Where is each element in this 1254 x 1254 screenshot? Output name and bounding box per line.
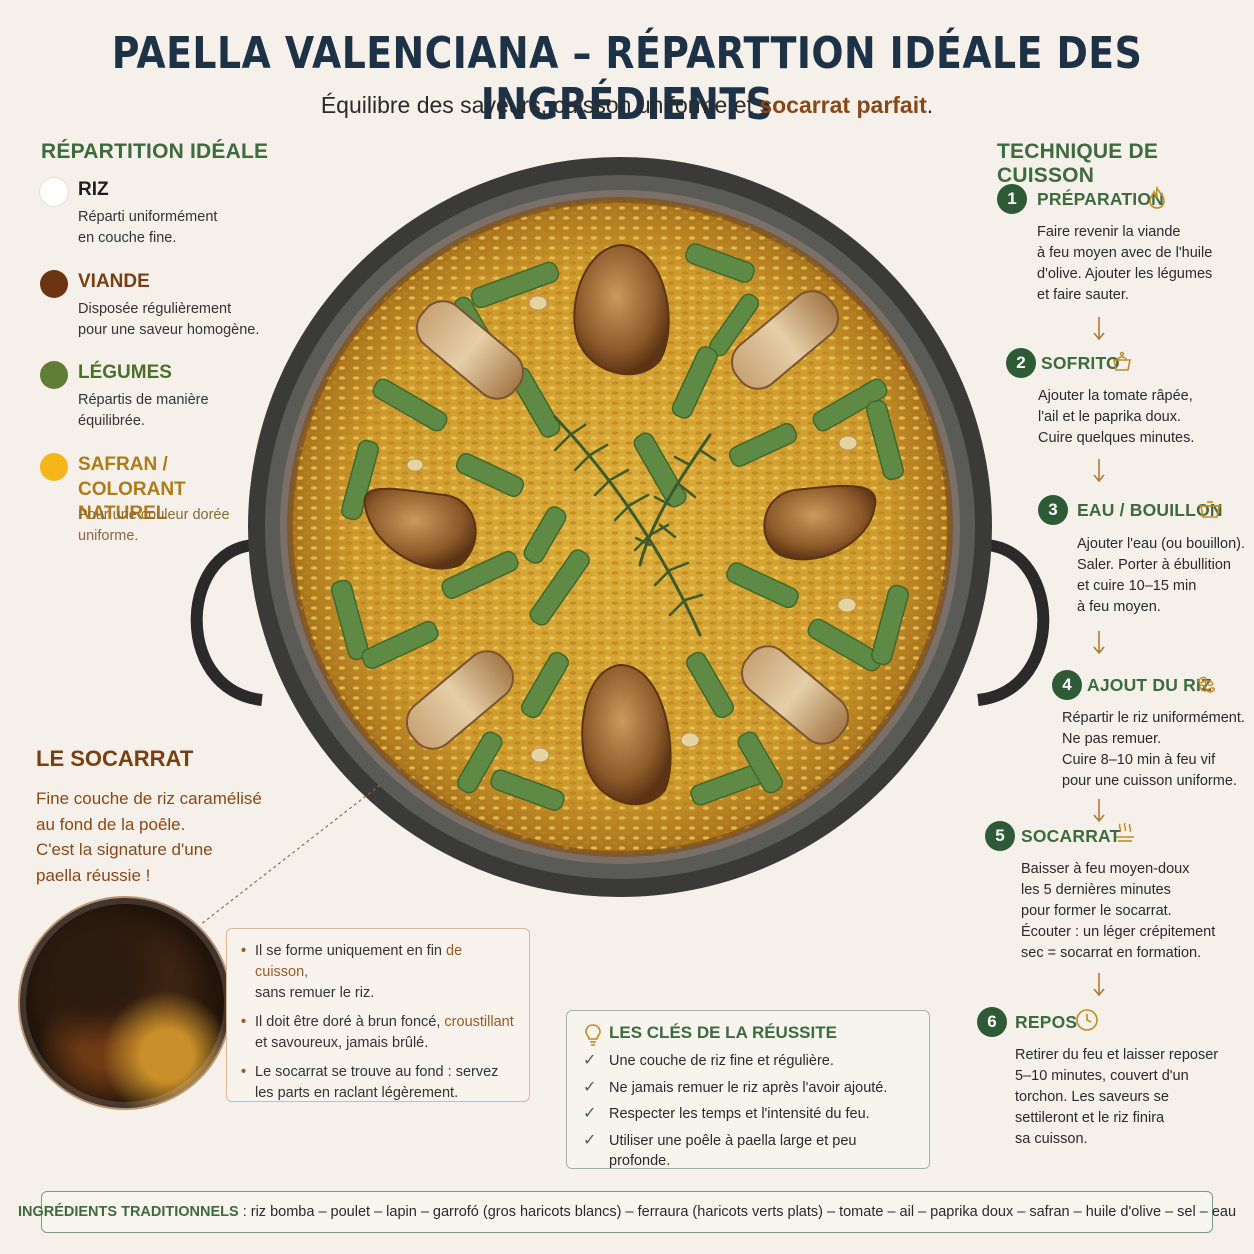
success-key-item: ✓Ne jamais remuer le riz après l'avoir a… xyxy=(583,1078,888,1096)
step-title: REPOS xyxy=(1015,1012,1078,1032)
step-description: Baisser à feu moyen-doux les 5 dernières… xyxy=(1021,861,1216,961)
technique-section-title: TECHNIQUE DE CUISSON xyxy=(997,140,1159,187)
rabbit-pieces xyxy=(405,290,850,750)
legend-name: RIZ xyxy=(78,179,109,200)
socarrat-fact: Le socarrat se trouve au fond : servez l… xyxy=(241,1062,517,1104)
step-number: 3 xyxy=(1038,495,1068,525)
step-number: 1 xyxy=(997,184,1027,214)
step-5: 5 SOCARRAT Baisser à feu moyen-doux les … xyxy=(985,821,1245,971)
step-number: 2 xyxy=(1006,348,1036,378)
success-keys-box: LES CLÉS DE LA RÉUSSITE ✓Une couche de r… xyxy=(566,1010,930,1169)
rice-icon xyxy=(1197,676,1216,693)
page-subtitle: Équilibre des saveurs, cuisson uniforme … xyxy=(0,92,1254,119)
pan-handle-left xyxy=(190,538,263,706)
socarrat-desc-line: paella réussie ! xyxy=(36,865,151,885)
socarrat-fact: Il se forme uniquement en fin de cuisson… xyxy=(241,941,517,1004)
pan-handle-right xyxy=(977,538,1050,706)
arrow-down-icon xyxy=(1093,799,1105,823)
step-2: 2 SOFRITO Ajouter la tomate râpée, l'ail… xyxy=(1006,348,1246,458)
socarrat-fact: Il doit être doré à brun foncé, croustil… xyxy=(241,1012,517,1054)
step-title: EAU / BOUILLON xyxy=(1077,500,1223,520)
legend-desc-line: Disposée régulièrement xyxy=(78,301,232,317)
step-number: 5 xyxy=(985,821,1015,851)
steam-icon xyxy=(1116,822,1134,842)
check-icon: ✓ xyxy=(583,1105,597,1122)
vegetables-color-dot xyxy=(40,361,68,389)
ingredients-list: : riz bomba – poulet – lapin – garrofó (… xyxy=(242,1204,1237,1220)
arrow-down-icon xyxy=(1093,973,1105,997)
legend-desc-line: uniforme. xyxy=(78,528,139,544)
step-3: 3 EAU / BOUILLON Ajouter l'eau (ou bouil… xyxy=(1038,495,1252,625)
arrow-down-icon xyxy=(1093,631,1105,655)
rosemary-sprig xyxy=(553,415,717,637)
socarrat-facts-box: Il se forme uniquement en fin de cuisson… xyxy=(226,928,530,1102)
socarrat-title: LE SOCARRAT xyxy=(36,746,194,771)
legend-name: LÉGUMES xyxy=(78,362,172,383)
legend-name: COLORANT NATUREL xyxy=(78,479,186,524)
socarrat-closeup-image xyxy=(18,896,232,1110)
check-icon: ✓ xyxy=(583,1078,597,1096)
legend-desc-line: équilibrée. xyxy=(78,413,145,429)
saffron-color-dot xyxy=(40,453,68,481)
success-key-item: ✓Une couche de riz fine et régulière. xyxy=(583,1052,834,1069)
legend-name: SAFRAN / xyxy=(78,454,168,475)
step-title: AJOUT DU RIZ xyxy=(1087,675,1212,695)
legend-item-saffron: SAFRAN / COLORANT NATUREL Pour une coule… xyxy=(40,453,270,553)
step-title: SOCARRAT xyxy=(1021,826,1121,846)
subtitle-highlight: socarrat parfait xyxy=(759,92,927,118)
legend-desc-line: pour une saveur homogène. xyxy=(78,322,260,338)
legend-desc-line: Pour une couleur dorée xyxy=(78,507,230,523)
arrow-down-icon xyxy=(1093,317,1105,341)
step-title: PRÉPARATION xyxy=(1037,189,1164,209)
step-description: Ajouter l'eau (ou bouillon). Saler. Port… xyxy=(1077,536,1246,615)
step-1: 1 PRÉPARATION Faire revenir la viande à … xyxy=(997,184,1247,314)
arrow-down-icon xyxy=(1093,459,1105,483)
legend-section-title: RÉPARTITION IDÉALE xyxy=(41,140,269,163)
traditional-ingredients-bar: INGRÉDIENTS TRADITIONNELS : riz bomba – … xyxy=(18,1191,1236,1233)
check-icon: ✓ xyxy=(583,1131,597,1149)
legend-name: VIANDE xyxy=(78,271,150,292)
meat-color-dot xyxy=(40,270,68,298)
ingredients-label: INGRÉDIENTS TRADITIONNELS xyxy=(17,1204,239,1220)
legend-item-vegetables: LÉGUMES Répartis de manière équilibrée. xyxy=(40,361,270,441)
subtitle-text: Équilibre des saveurs, cuisson uniforme … xyxy=(320,92,760,118)
page-title: PAELLA VALENCIANA – RÉPARTTION IDÉALE DE… xyxy=(111,28,1143,130)
check-icon: ✓ xyxy=(583,1052,597,1069)
step-description: Ajouter la tomate râpée, l'ail et le pap… xyxy=(1038,388,1195,446)
success-key-item: ✓Respecter les temps et l'intensité du f… xyxy=(583,1105,870,1122)
socarrat-desc-line: C'est la signature d'une xyxy=(36,840,213,859)
legend-desc-line: en couche fine. xyxy=(78,230,177,246)
paella-pan-illustration xyxy=(190,157,1050,926)
step-description: Retirer du feu et laisser reposer 5–10 m… xyxy=(1015,1047,1219,1147)
step-number: 6 xyxy=(977,1007,1007,1037)
socarrat-pointer-line xyxy=(199,784,381,926)
subtitle-end: . xyxy=(926,92,934,118)
socarrat-description: Fine couche de riz caramélisé au fond de… xyxy=(36,786,266,888)
pan-icon xyxy=(1199,501,1221,518)
clock-icon xyxy=(1076,1009,1098,1031)
socarrat-desc-line: Fine couche de riz caramélisé xyxy=(36,789,262,808)
legend-desc-line: Répartis de manière xyxy=(78,392,209,408)
green-beans xyxy=(331,243,909,811)
lightbulb-icon xyxy=(585,1024,601,1046)
flame-icon xyxy=(1149,186,1165,209)
legend-item-rice: RIZ Réparti uniformément en couche fine. xyxy=(40,178,270,258)
success-keys-title: LES CLÉS DE LA RÉUSSITE xyxy=(609,1023,837,1042)
legend-desc-line: Réparti uniformément xyxy=(78,209,218,225)
legend-item-meat: VIANDE Disposée régulièrement pour une s… xyxy=(40,270,270,350)
pot-icon xyxy=(1113,351,1131,371)
step-number: 4 xyxy=(1052,670,1082,700)
step-title: SOFRITO xyxy=(1041,353,1120,373)
step-6: 6 REPOS Retirer du feu et laisser repose… xyxy=(977,1007,1237,1157)
socarrat-desc-line: au fond de la poêle. xyxy=(36,814,186,834)
success-key-item: ✓Utiliser une poêle à paella large et pe… xyxy=(583,1131,857,1169)
step-4: 4 AJOUT DU RIZ Répartir le riz uniformém… xyxy=(1052,670,1252,800)
chicken-pieces xyxy=(363,243,877,806)
step-description: Faire revenir la viande à feu moyen avec… xyxy=(1037,224,1213,303)
rice-color-dot xyxy=(40,178,68,206)
step-description: Répartir le riz uniformément. Ne pas rem… xyxy=(1062,710,1245,789)
